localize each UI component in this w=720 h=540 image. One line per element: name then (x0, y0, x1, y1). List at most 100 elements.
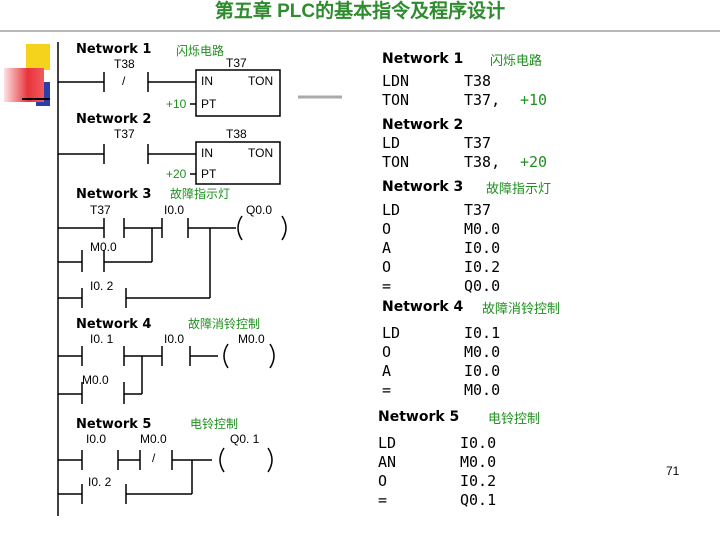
stl-op: O (382, 343, 392, 361)
stl-arg: I0.0 (464, 239, 501, 257)
page-number: 71 (666, 464, 680, 478)
stl-row: AN M0.0 (378, 453, 598, 473)
n1-contact-label: T38 (114, 57, 135, 71)
n5-coil-label: Q0. 1 (230, 432, 260, 446)
stl-arg: I0.2 (464, 258, 501, 276)
n1-preset-value: +10 (166, 97, 187, 111)
ladder-network-1-label: Network 1 (76, 42, 152, 57)
stl-op: O (382, 258, 392, 276)
stl-row: O M0.0 (382, 343, 602, 363)
ladder-network-1-comment: 闪烁电路 (176, 44, 225, 58)
stl-row: = Q0.0 (382, 277, 602, 297)
n1-pt-label: PT (201, 97, 217, 111)
slide-title: 第五章 PLC的基本指令及程序设计 (214, 1, 506, 22)
n2-contact-label: T37 (114, 127, 135, 141)
n2-pt-label: PT (201, 167, 217, 181)
n5-m00-label: M0.0 (140, 432, 167, 446)
ladder-network-2-label: Network 2 (76, 112, 152, 127)
n1-ton-label: TON (248, 74, 274, 88)
n2-preset-value: +20 (166, 167, 187, 181)
stl-row: LD I0.0 (378, 434, 598, 454)
stl-row: = M0.0 (382, 381, 602, 401)
stl-op: LD (378, 434, 397, 452)
stl-network-1-head: Network 1 (382, 51, 464, 67)
ladder-network-3-comment: 故障指示灯 (170, 187, 231, 201)
stl-arg: M0.0 (460, 453, 497, 471)
stl-row: O I0.2 (382, 258, 602, 278)
stl-op: O (382, 220, 392, 238)
title-divider (0, 30, 720, 32)
stl-op: A (382, 362, 392, 380)
deco-red-square (4, 68, 44, 102)
stl-op: AN (378, 453, 397, 471)
n3-i02-label: I0. 2 (90, 279, 114, 293)
n1-in-label: IN (201, 74, 213, 88)
stl-row: LD T37 (382, 134, 602, 154)
stl-arg: I0.0 (464, 362, 501, 380)
stl-arg: T37, (464, 91, 501, 109)
n5-i00-label: I0.0 (86, 432, 107, 446)
stl-op: = (382, 381, 392, 399)
stl-preset: +20 (520, 153, 548, 171)
stl-arg: I0.2 (460, 472, 497, 490)
n2-timer-label: T38 (226, 127, 247, 141)
stl-network-3-comment: 故障指示灯 (486, 181, 552, 196)
stl-row: O I0.2 (378, 472, 598, 492)
stl-op: TON (382, 91, 410, 109)
ladder-network-4-label: Network 4 (76, 317, 152, 332)
stl-row: =Q0.1 (378, 491, 598, 511)
stl-network-5-head: Network 5 (378, 409, 460, 425)
n4-i01-label: I0. 1 (90, 332, 114, 346)
stl-op: = (382, 277, 392, 295)
stl-op: LDN (382, 72, 410, 90)
stl-op: LD (382, 134, 401, 152)
n5-nc-mark: / (152, 451, 156, 465)
n5-i02-label: I0. 2 (88, 475, 112, 489)
stl-network-1-comment: 闪烁电路 (490, 53, 543, 68)
ladder-network-5-comment: 电铃控制 (190, 417, 239, 431)
stl-network-2-head: Network 2 (382, 117, 464, 133)
stl-network-4-head: Network 4 (382, 299, 464, 315)
stl-row: TON T37, +10 (382, 91, 602, 111)
stl-op: O (378, 472, 388, 490)
n4-m00-label: M0.0 (82, 373, 109, 387)
n3-t37-label: T37 (90, 203, 111, 217)
ladder-network-3-label: Network 3 (76, 187, 152, 202)
n4-i00-label: I0.0 (164, 332, 185, 346)
n2-in-label: IN (201, 146, 213, 160)
stl-op: LD (382, 201, 401, 219)
stl-row: A I0.0 (382, 239, 602, 259)
stl-row: TON T38, +20 (382, 153, 602, 173)
stl-arg: T38, (464, 153, 501, 171)
deco-yellow-square (26, 44, 50, 70)
stl-arg: I0.1 (464, 324, 501, 342)
stl-network-4-comment: 故障消铃控制 (482, 301, 561, 316)
stl-arg: T37 (464, 201, 492, 219)
stl-row: A I0.0 (382, 362, 602, 382)
stl-arg: M0.0 (464, 381, 501, 399)
n3-i00-label: I0.0 (164, 203, 185, 217)
n3-coil-label: Q0.0 (246, 203, 273, 217)
n1-nc-mark: / (122, 74, 126, 88)
ladder-network-4-comment: 故障消铃控制 (188, 317, 261, 331)
stl-preset: +10 (520, 91, 548, 109)
stl-row: O M0.0 (382, 220, 602, 240)
n4-coil-label: M0.0 (238, 332, 265, 346)
stl-network-3-head: Network 3 (382, 179, 464, 195)
stl-row: LD T37 (382, 201, 602, 221)
stl-row: LD I0.1 (382, 324, 602, 344)
stl-arg: M0.0 (464, 220, 501, 238)
n2-ton-label: TON (248, 146, 274, 160)
stl-arg: Q0.0 (464, 277, 501, 295)
stl-row: LDN T38 (382, 72, 602, 92)
stl-arg: T37 (464, 134, 492, 152)
stl-arg: I0.0 (460, 434, 497, 452)
stl-arg: T38 (464, 72, 492, 90)
n3-m00-label: M0.0 (90, 240, 117, 254)
stl-op: A (382, 239, 392, 257)
stl-arg: M0.0 (464, 343, 501, 361)
ladder-network-5-label: Network 5 (76, 417, 152, 432)
stl-op: LD (382, 324, 401, 342)
stl-op: TON (382, 153, 410, 171)
